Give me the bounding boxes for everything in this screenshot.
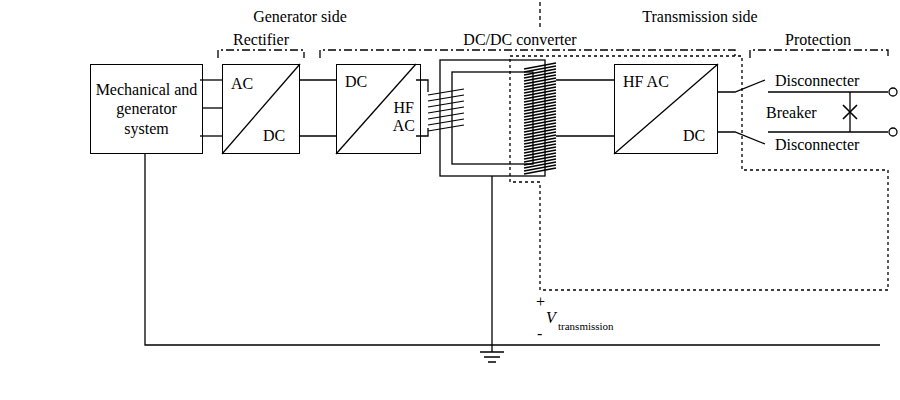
primary-lead [416, 80, 428, 92]
secondary-winding [524, 147, 556, 153]
box-text: DC [345, 73, 367, 91]
secondary-winding [524, 150, 556, 156]
secondary-winding [524, 99, 556, 105]
secondary-winding [524, 132, 556, 138]
secondary-winding [524, 117, 556, 123]
secondary-lead [556, 135, 614, 136]
secondary-winding [524, 72, 556, 78]
secondary-winding [524, 168, 556, 174]
inverter-box: DC HF AC [336, 64, 421, 154]
secondary-winding [524, 111, 556, 117]
protection-bracket [750, 50, 888, 58]
secondary-lead [556, 79, 614, 80]
dc-wire [300, 135, 336, 136]
polarity-sign: - [537, 325, 542, 343]
secondary-winding [524, 93, 556, 99]
secondary-winding [524, 69, 556, 75]
rectifier-box: AC DC [222, 64, 300, 154]
breaker-symbol [843, 105, 857, 119]
secondary-winding [524, 138, 556, 144]
stage-label: Rectifier [229, 31, 293, 49]
secondary-winding [524, 63, 556, 69]
primary-winding [428, 119, 464, 125]
primary-winding [428, 113, 464, 119]
voltage-symbol: V [546, 309, 556, 327]
primary-winding [428, 95, 464, 101]
primary-winding [428, 89, 464, 95]
phase-wire [200, 79, 222, 80]
converter-diagonal [222, 64, 300, 154]
converter-bracket [320, 50, 735, 58]
secondary-winding [524, 90, 556, 96]
switch-label: Disconnecter [775, 72, 859, 90]
side-heading: Generator side [253, 8, 347, 26]
primary-winding [428, 125, 464, 131]
hf-rectifier-box: HF AC DC [614, 64, 718, 154]
secondary-winding [524, 84, 556, 90]
secondary-winding [524, 114, 556, 120]
box-text: DC [263, 127, 285, 145]
secondary-winding [524, 165, 556, 171]
phase-wire [200, 135, 222, 136]
secondary-winding [524, 108, 556, 114]
converter-diagonal [336, 64, 416, 154]
secondary-winding [524, 105, 556, 111]
secondary-winding [524, 162, 556, 168]
secondary-winding [524, 126, 556, 132]
switch-label: Disconnecter [775, 136, 859, 154]
wire [300, 79, 336, 80]
secondary-winding [524, 120, 556, 126]
converter-diagonal [614, 64, 718, 154]
secondary-winding [524, 159, 556, 165]
stage-label: DC/DC converter [459, 31, 580, 49]
secondary-winding [524, 129, 556, 135]
box-text: HF AC [391, 99, 417, 134]
side-heading: Transmission side [642, 8, 757, 26]
secondary-winding [524, 78, 556, 84]
primary-lead [416, 128, 428, 136]
box-text: AC [231, 75, 253, 93]
primary-winding [428, 107, 464, 113]
ground-symbol [480, 345, 504, 362]
secondary-winding [524, 66, 556, 72]
terminal [889, 128, 897, 136]
transformer-core-window [452, 72, 533, 164]
secondary-winding [524, 141, 556, 147]
secondary-winding [524, 135, 556, 141]
secondary-winding [524, 81, 556, 87]
stage-label: Protection [781, 31, 855, 49]
wire [203, 107, 222, 108]
box-text: Mechanical and generator system [91, 80, 202, 138]
ground-wire [145, 154, 880, 345]
terminal [889, 88, 897, 96]
secondary-winding [524, 144, 556, 150]
rectifier-bracket [218, 50, 304, 58]
primary-winding [428, 101, 464, 107]
side-divider [539, 2, 540, 30]
secondary-winding [524, 87, 556, 93]
secondary-winding [524, 96, 556, 102]
secondary-winding [524, 156, 556, 162]
secondary-winding [524, 123, 556, 129]
secondary-winding [524, 102, 556, 108]
secondary-winding [524, 153, 556, 159]
polarity-sign: + [536, 293, 545, 311]
box-text: DC [683, 127, 705, 145]
ground-wire [491, 176, 492, 345]
secondary-winding [524, 75, 556, 81]
breaker-label: Breaker [766, 104, 817, 122]
generator-box: Mechanical and generator system [90, 64, 203, 154]
box-text: HF AC [623, 73, 669, 91]
voltage-subscript: transmission [558, 320, 614, 332]
transmission-region [510, 56, 888, 290]
